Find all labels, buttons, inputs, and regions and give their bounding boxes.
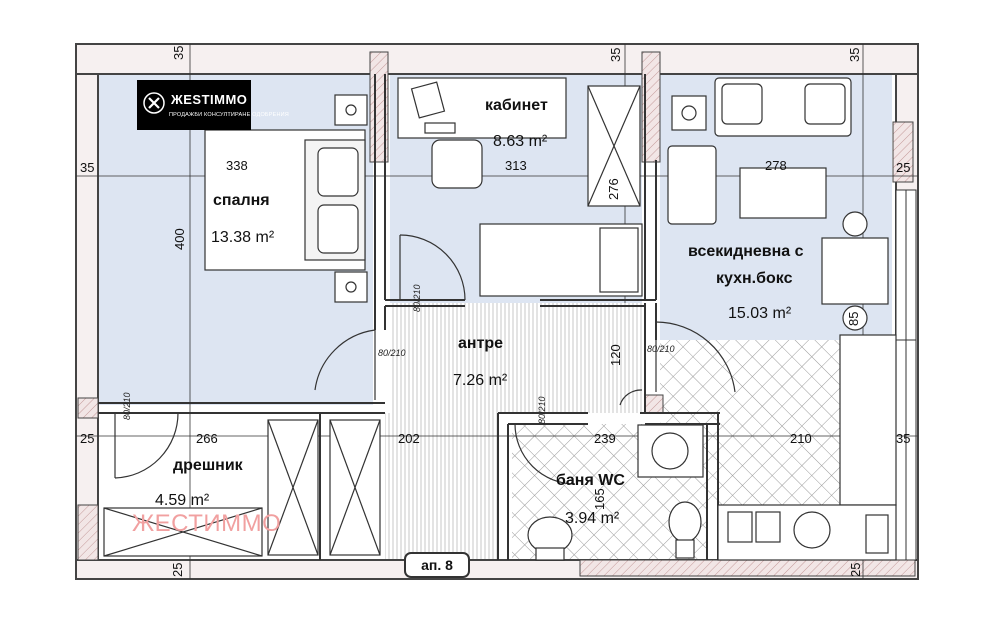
dim-left-wall-top: 35 [80, 160, 94, 175]
room-area-bath: 3.94 m² [565, 510, 620, 527]
room-area-living: 15.03 m² [728, 305, 792, 322]
right-window [895, 189, 917, 561]
dim-hall-depth: 120 [608, 344, 623, 366]
dim-bed-width: 338 [226, 158, 248, 173]
room-name-bath: баня WC [556, 472, 625, 489]
living-furniture [667, 77, 897, 506]
door-label-office: 80/210 [412, 284, 422, 312]
tools-icon [143, 92, 165, 114]
door-label-closet: 80/210 [122, 392, 132, 420]
dim-bath-width: 239 [594, 431, 616, 446]
dim-bottom-left-wall: 25 [80, 431, 94, 446]
dim-closet-width: 266 [196, 431, 218, 446]
dim-bottom-right-wall: 35 [896, 431, 910, 446]
bath-fixtures [527, 424, 704, 561]
room-name-office: кабинет [485, 97, 548, 114]
brand-logo: ЖESTIMMO ПРОДАЖБИ КОНСУЛТИРАНЕ ОДОБРЕНИЯ [137, 80, 289, 130]
room-hall-fill [390, 303, 642, 413]
dim-living-width: 278 [765, 158, 787, 173]
dim-living-bar: 85 [846, 312, 861, 326]
apartment-label-box [404, 552, 470, 578]
room-area-office: 8.63 m² [493, 133, 548, 150]
room-area-bedroom: 13.38 m² [211, 229, 275, 246]
room-name-closet: дрешник [173, 457, 244, 474]
dim-top-bed: 35 [171, 46, 186, 60]
dim-right-wall-top: 25 [896, 160, 910, 175]
room-name-bedroom: спалня [213, 192, 270, 209]
room-name-living-2: кухн.бокс [716, 270, 793, 287]
room-kitchen-fill [660, 340, 840, 505]
wall-block [641, 51, 661, 163]
room-area-closet: 4.59 m² [155, 492, 210, 509]
door-swings [114, 234, 736, 485]
room-name-living: всекидневна с [688, 243, 804, 260]
kitchen-fixtures [717, 504, 897, 561]
wardrobes [103, 419, 381, 557]
wall-block [644, 394, 664, 414]
door-label-bath: 80/210 [537, 396, 547, 424]
dim-closet-depth: 276 [606, 178, 621, 200]
room-name-hall: антре [458, 335, 503, 352]
wall-block [77, 504, 99, 561]
door-label-living: 80/210 [647, 344, 675, 354]
dim-hall-width: 202 [398, 431, 420, 446]
dim-top-mid: 35 [608, 48, 623, 62]
dim-bottom-right: 25 [848, 563, 863, 577]
dim-top-right: 35 [847, 48, 862, 62]
room-area-hall: 7.26 m² [453, 372, 508, 389]
room-hall-lower-fill [385, 413, 500, 563]
dim-kitchen-width: 210 [790, 431, 812, 446]
logo-brand-name: ЖESTIMMO [171, 92, 248, 107]
double-bed [204, 94, 368, 303]
door-label-bedroom: 80/210 [378, 348, 406, 358]
interior-walls [98, 74, 720, 560]
dim-bed-height: 400 [172, 228, 187, 250]
logo-tagline: ПРОДАЖБИ КОНСУЛТИРАНЕ ОДОБРЕНИЯ [169, 112, 289, 118]
dim-bath-depth: 165 [592, 488, 607, 510]
office-furniture [397, 77, 643, 297]
watermark-text: ЖЕСТИММО [132, 510, 282, 537]
wall-block [579, 559, 916, 577]
wall-block [77, 397, 99, 419]
apartment-label: ап. 8 [421, 557, 453, 573]
dim-bottom-left: 25 [170, 563, 185, 577]
dim-office-width: 313 [505, 158, 527, 173]
wall-block [892, 121, 914, 183]
